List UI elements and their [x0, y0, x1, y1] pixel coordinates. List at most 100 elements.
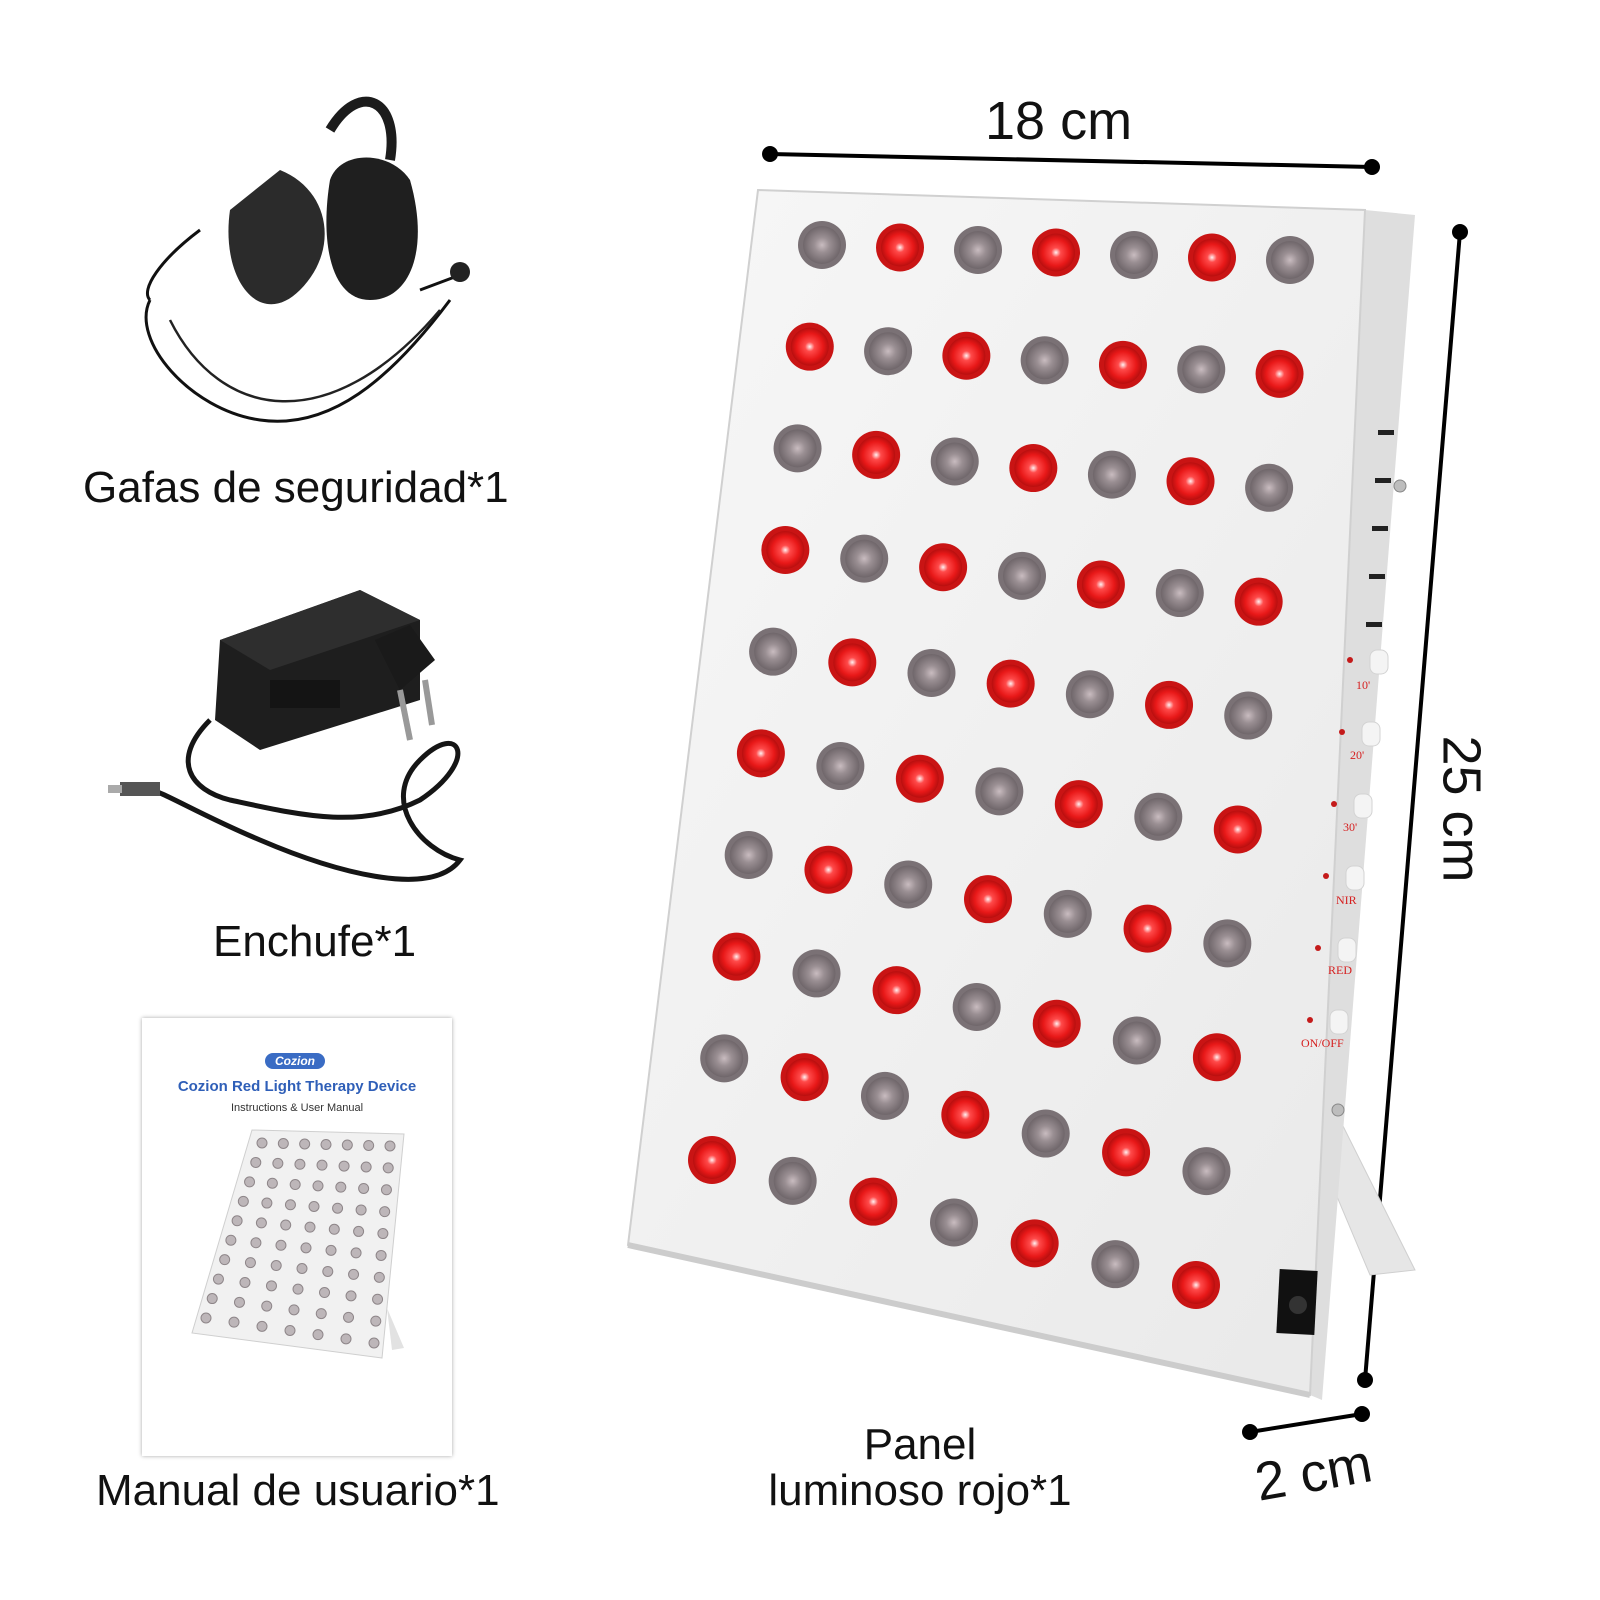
led-red	[1145, 680, 1194, 729]
mini-led	[372, 1293, 384, 1305]
mini-led	[338, 1160, 350, 1172]
panel-control-button[interactable]	[1345, 865, 1365, 891]
panel-control-button[interactable]	[1353, 793, 1373, 819]
mini-led	[325, 1244, 337, 1256]
led-off	[998, 551, 1046, 600]
led-off	[749, 627, 798, 676]
led-off	[860, 1071, 909, 1120]
mini-led	[250, 1237, 262, 1249]
mini-led	[225, 1234, 237, 1246]
led-red	[1255, 349, 1304, 398]
led-off	[768, 1156, 817, 1205]
led-off	[1043, 889, 1092, 938]
led-red	[986, 659, 1035, 708]
safety-goggles	[144, 96, 470, 423]
mini-led	[375, 1249, 387, 1261]
led-red	[876, 223, 924, 272]
mini-led	[228, 1316, 240, 1328]
led-off	[1203, 919, 1252, 968]
mini-led	[358, 1182, 370, 1194]
led-red	[1032, 228, 1080, 277]
led-red	[804, 845, 853, 894]
panel-control-button[interactable]	[1329, 1009, 1349, 1035]
mini-led	[363, 1140, 375, 1151]
led-off	[1245, 463, 1294, 512]
vent-slot	[1375, 478, 1391, 483]
mini-led	[289, 1179, 301, 1191]
mini-led	[277, 1138, 289, 1149]
led-red	[688, 1136, 736, 1184]
mini-led	[315, 1308, 327, 1320]
mini-led	[360, 1161, 372, 1173]
red-light-panel	[626, 188, 1416, 1400]
mini-led	[300, 1242, 312, 1254]
width-dimension: 18 cm	[985, 91, 1133, 151]
mini-led	[292, 1283, 304, 1295]
screw-icon	[1393, 479, 1407, 493]
mini-led	[373, 1271, 385, 1283]
led-off	[952, 982, 1001, 1031]
mini-led	[261, 1300, 273, 1312]
mini-led	[270, 1260, 282, 1272]
mini-led	[261, 1197, 273, 1209]
mini-led	[379, 1206, 391, 1218]
led-red	[852, 430, 901, 479]
mini-led	[350, 1247, 362, 1259]
panel-control-button[interactable]	[1361, 721, 1381, 747]
led-off	[700, 1034, 749, 1083]
mini-led	[348, 1268, 360, 1280]
mini-led	[272, 1157, 284, 1169]
indicator-dot	[1307, 1017, 1313, 1023]
manual-panel-illustration	[191, 1129, 405, 1359]
mini-led	[237, 1195, 249, 1207]
mini-led	[328, 1223, 340, 1235]
indicator-dot	[1347, 657, 1353, 663]
led-red	[1098, 340, 1147, 389]
mini-led	[320, 1139, 332, 1150]
mini-led	[233, 1296, 245, 1308]
led-off	[1110, 231, 1158, 279]
vent-slot	[1372, 526, 1388, 531]
led-off	[1020, 336, 1069, 385]
goggles-label: Gafas de seguridad*1	[83, 463, 509, 512]
led-off	[1177, 345, 1226, 394]
led-red	[964, 875, 1012, 924]
mini-led	[312, 1180, 324, 1192]
led-off	[884, 860, 933, 909]
panel-control-button[interactable]	[1337, 937, 1357, 963]
mini-led	[322, 1265, 334, 1277]
control-label-nir: NIR	[1336, 893, 1357, 907]
manual-title: Cozion Red Light Therapy Device	[177, 1078, 417, 1095]
mini-led	[341, 1139, 353, 1151]
mini-led	[265, 1280, 277, 1292]
mini-led	[345, 1290, 357, 1302]
led-off	[1134, 792, 1183, 841]
led-off	[930, 437, 979, 486]
mini-led	[304, 1221, 316, 1233]
mini-led	[212, 1273, 224, 1285]
mini-led	[288, 1304, 300, 1316]
control-label-30: 30'	[1343, 820, 1358, 834]
mini-led	[200, 1312, 212, 1324]
led-red	[895, 754, 944, 803]
control-label-20: 20'	[1350, 748, 1365, 762]
led-red	[1102, 1128, 1151, 1177]
led-red	[919, 543, 968, 592]
led-off	[773, 424, 822, 473]
user-manual: Cozion Cozion Red Light Therapy Device I…	[142, 1018, 452, 1456]
led-red	[1076, 560, 1125, 609]
led-red	[1123, 904, 1172, 953]
led-off	[1266, 236, 1314, 284]
manual-subtitle: Instructions & User Manual	[230, 1102, 364, 1114]
led-off	[864, 327, 913, 376]
panel-label-line1: Panel	[863, 1420, 977, 1469]
mini-led	[284, 1325, 296, 1336]
led-red	[942, 331, 991, 380]
led-red	[712, 932, 761, 981]
mini-led	[312, 1329, 324, 1341]
led-off	[975, 767, 1024, 816]
mini-led	[340, 1333, 352, 1345]
led-off	[816, 742, 865, 791]
panel-control-button[interactable]	[1369, 649, 1389, 675]
